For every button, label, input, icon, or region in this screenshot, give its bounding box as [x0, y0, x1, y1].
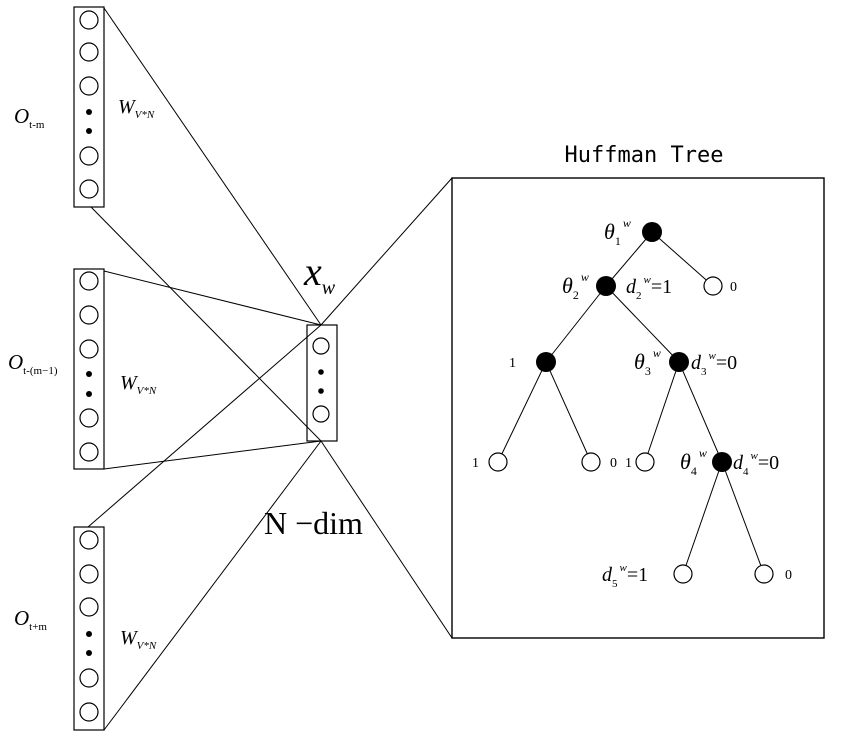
internal-node	[596, 276, 616, 296]
input-label-bottom: Ot+m	[14, 606, 47, 633]
zoom-lines	[320, 177, 453, 639]
code-label: 0	[610, 456, 617, 471]
weight-label-bottom: WV*N	[120, 627, 157, 652]
code-label: 0	[730, 280, 737, 295]
internal-node	[712, 452, 732, 472]
internal-node	[642, 222, 662, 242]
d2-label: d2w=1	[626, 274, 672, 302]
input-label-top: Ot-m	[14, 104, 45, 131]
tree-title: Huffman Tree	[565, 143, 724, 168]
leaf-node	[488, 452, 508, 472]
theta3-label: θ3w	[634, 346, 661, 378]
theta4-label: θ4w	[680, 446, 707, 478]
code-label: 1	[625, 456, 632, 471]
input-label-middle: Ot-(m−1)	[8, 350, 58, 377]
internal-node	[669, 352, 689, 372]
tree-edges	[497, 231, 765, 575]
weight-label-top: WV*N	[118, 96, 155, 121]
code-label: 1	[472, 456, 479, 471]
projection-label: Xw	[303, 249, 336, 299]
d3-label: d3w=0	[691, 350, 737, 378]
leaf-node	[635, 452, 655, 472]
d5-label: d5w=1	[602, 562, 648, 590]
leaf-node	[673, 564, 693, 584]
code-label: 1	[509, 356, 516, 371]
input-vector-bottom	[73, 526, 105, 731]
weight-label-middle: WV*N	[120, 372, 157, 397]
internal-node	[536, 352, 556, 372]
tree-nodes	[488, 222, 774, 584]
projection-vector	[306, 324, 338, 442]
leaf-node	[754, 564, 774, 584]
theta2-label: θ2w	[562, 270, 589, 302]
d4-label: d4w=0	[733, 450, 779, 478]
dimension-label: N −dim	[264, 505, 363, 541]
theta1-label: θ1w	[604, 216, 631, 248]
leaf-node	[581, 452, 601, 472]
code-label: 0	[785, 568, 792, 583]
input-vector-middle	[73, 268, 105, 470]
input-vector-top	[73, 6, 105, 208]
leaf-node	[703, 276, 723, 296]
input-connections	[87, 7, 322, 731]
huffman-tree-box	[451, 177, 825, 639]
